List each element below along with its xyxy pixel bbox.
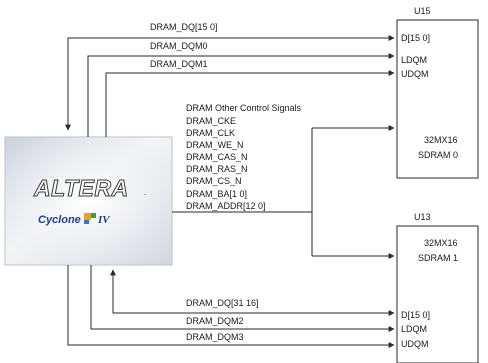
fpga-family-label: Cyclone (38, 214, 81, 226)
control-signal-group: DRAM Other Control Signals DRAM_CKE DRAM… (172, 103, 394, 256)
fpga-brand-logo: ALTERA (33, 175, 129, 201)
wire-dram-dqm0 (88, 56, 394, 137)
bottom-signal-group: DRAM_DQ[31 16] DRAM_DQM2 DRAM_DQM3 (68, 265, 394, 345)
label-dram-addr: DRAM_ADDR[12 0] (186, 201, 266, 211)
u15-part: 32MX16 (424, 135, 458, 145)
label-dram-dqm2: DRAM_DQM2 (186, 316, 244, 326)
label-dram-cs-n: DRAM_CS_N (186, 176, 242, 186)
fpga-chip: ALTERA . Cyclone IV (5, 137, 172, 265)
label-dram-dqm3: DRAM_DQM3 (186, 332, 244, 342)
u13-designator: U13 (414, 212, 431, 222)
label-dram-we-n: DRAM_WE_N (186, 140, 244, 150)
label-dram-dq-31-16: DRAM_DQ[31 16] (186, 298, 259, 308)
u15-pin-dq: D[15 0] (401, 33, 430, 43)
fpga-glow (5, 137, 172, 265)
fpga-brand-registered: . (144, 188, 146, 197)
label-dram-ras-n: DRAM_RAS_N (186, 164, 248, 174)
u15-chip: U15 D[15 0] LDQM UDQM 32MX16 SDRAM 0 (397, 6, 478, 178)
label-control-header: DRAM Other Control Signals (186, 103, 302, 113)
label-dram-cke: DRAM_CKE (186, 116, 236, 126)
label-dram-dqm1: DRAM_DQM1 (150, 59, 208, 69)
label-dram-clk: DRAM_CLK (186, 128, 235, 138)
u13-pin-ldqm: LDQM (401, 324, 427, 334)
fpga-generation-label: IV (97, 214, 111, 226)
u15-pin-udqm: UDQM (401, 69, 429, 79)
label-dram-dq-15-0: DRAM_DQ[15 0] (150, 22, 218, 32)
label-dram-ba: DRAM_BA[1 0] (186, 189, 247, 199)
label-dram-dqm0: DRAM_DQM0 (150, 41, 208, 51)
u15-pin-ldqm: LDQM (401, 55, 427, 65)
label-dram-cas-n: DRAM_CAS_N (186, 152, 248, 162)
u13-chip: U13 32MX16 SDRAM 1 D[15 0] LDQM UDQM (397, 212, 478, 363)
u13-pin-dq: D[15 0] (401, 310, 430, 320)
u13-part: 32MX16 (424, 238, 458, 248)
u13-pin-udqm: UDQM (401, 339, 429, 349)
u15-designator: U15 (414, 6, 431, 16)
u15-name: SDRAM 0 (418, 150, 458, 160)
u13-name: SDRAM 1 (418, 253, 458, 263)
